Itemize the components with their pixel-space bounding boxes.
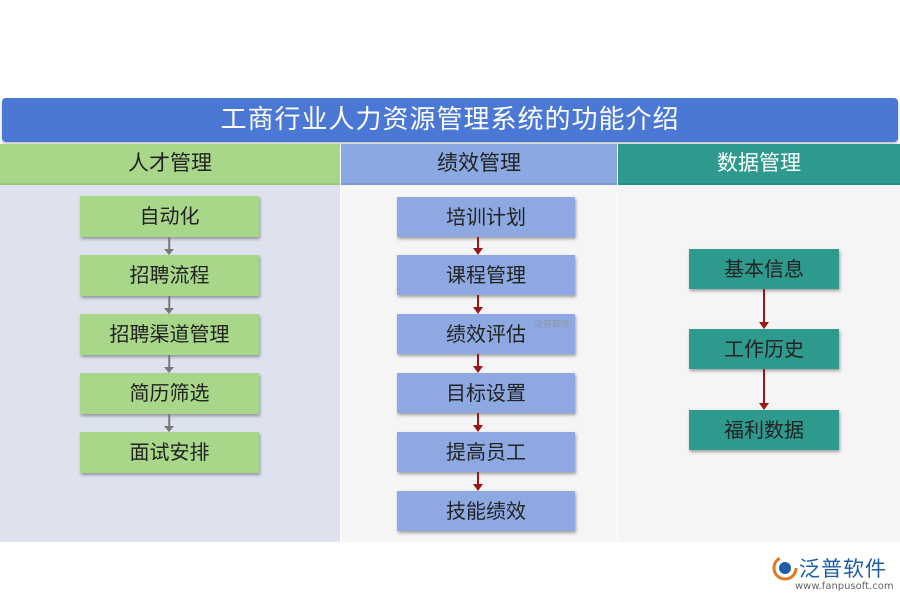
column-body-talent bbox=[0, 185, 340, 542]
data-step-work-history: 工作历史 bbox=[689, 329, 839, 369]
data-step-basic-info: 基本信息 bbox=[689, 249, 839, 289]
watermark: 泛普软件 bbox=[534, 320, 571, 330]
data-arrow-1 bbox=[758, 289, 770, 329]
performance-arrow-2 bbox=[472, 295, 484, 314]
performance-arrow-1 bbox=[472, 237, 484, 255]
talent-arrow-4 bbox=[163, 414, 175, 432]
performance-step-improve-staff: 提高员工 bbox=[397, 432, 575, 472]
data-step-benefits-data: 福利数据 bbox=[689, 410, 839, 450]
performance-step-goal-setting: 目标设置 bbox=[397, 373, 575, 413]
column-header-data: 数据管理 bbox=[618, 144, 900, 185]
brand-logo-icon bbox=[772, 555, 798, 581]
diagram-title: 工商行业人力资源管理系统的功能介绍 bbox=[2, 98, 898, 142]
talent-arrow-1 bbox=[163, 237, 175, 255]
talent-arrow-2 bbox=[163, 296, 175, 314]
talent-step-resume-screening: 简历筛选 bbox=[80, 373, 259, 414]
performance-step-skill-performance: 技能绩效 bbox=[397, 491, 575, 531]
column-body-performance bbox=[341, 185, 617, 542]
performance-step-evaluation: 绩效评估 bbox=[397, 314, 575, 354]
performance-step-training-plan: 培训计划 bbox=[397, 197, 575, 237]
talent-arrow-3 bbox=[163, 355, 175, 373]
performance-step-course-management: 课程管理 bbox=[397, 255, 575, 295]
brand-url: www.fanpusoft.com bbox=[795, 581, 894, 592]
data-arrow-2 bbox=[758, 369, 770, 410]
brand-logo: 泛普软件 www.fanpusoft.com bbox=[771, 553, 895, 595]
performance-arrow-4 bbox=[472, 413, 484, 432]
performance-arrow-3 bbox=[472, 354, 484, 373]
column-header-talent: 人才管理 bbox=[0, 144, 340, 185]
performance-arrow-5 bbox=[472, 472, 484, 491]
column-header-performance: 绩效管理 bbox=[341, 144, 617, 185]
talent-step-interview-scheduling: 面试安排 bbox=[80, 432, 259, 473]
talent-step-channel-management: 招聘渠道管理 bbox=[80, 314, 259, 355]
talent-step-automation: 自动化 bbox=[80, 196, 259, 237]
brand-name: 泛普软件 bbox=[799, 557, 887, 581]
talent-step-recruitment-process: 招聘流程 bbox=[80, 255, 259, 296]
